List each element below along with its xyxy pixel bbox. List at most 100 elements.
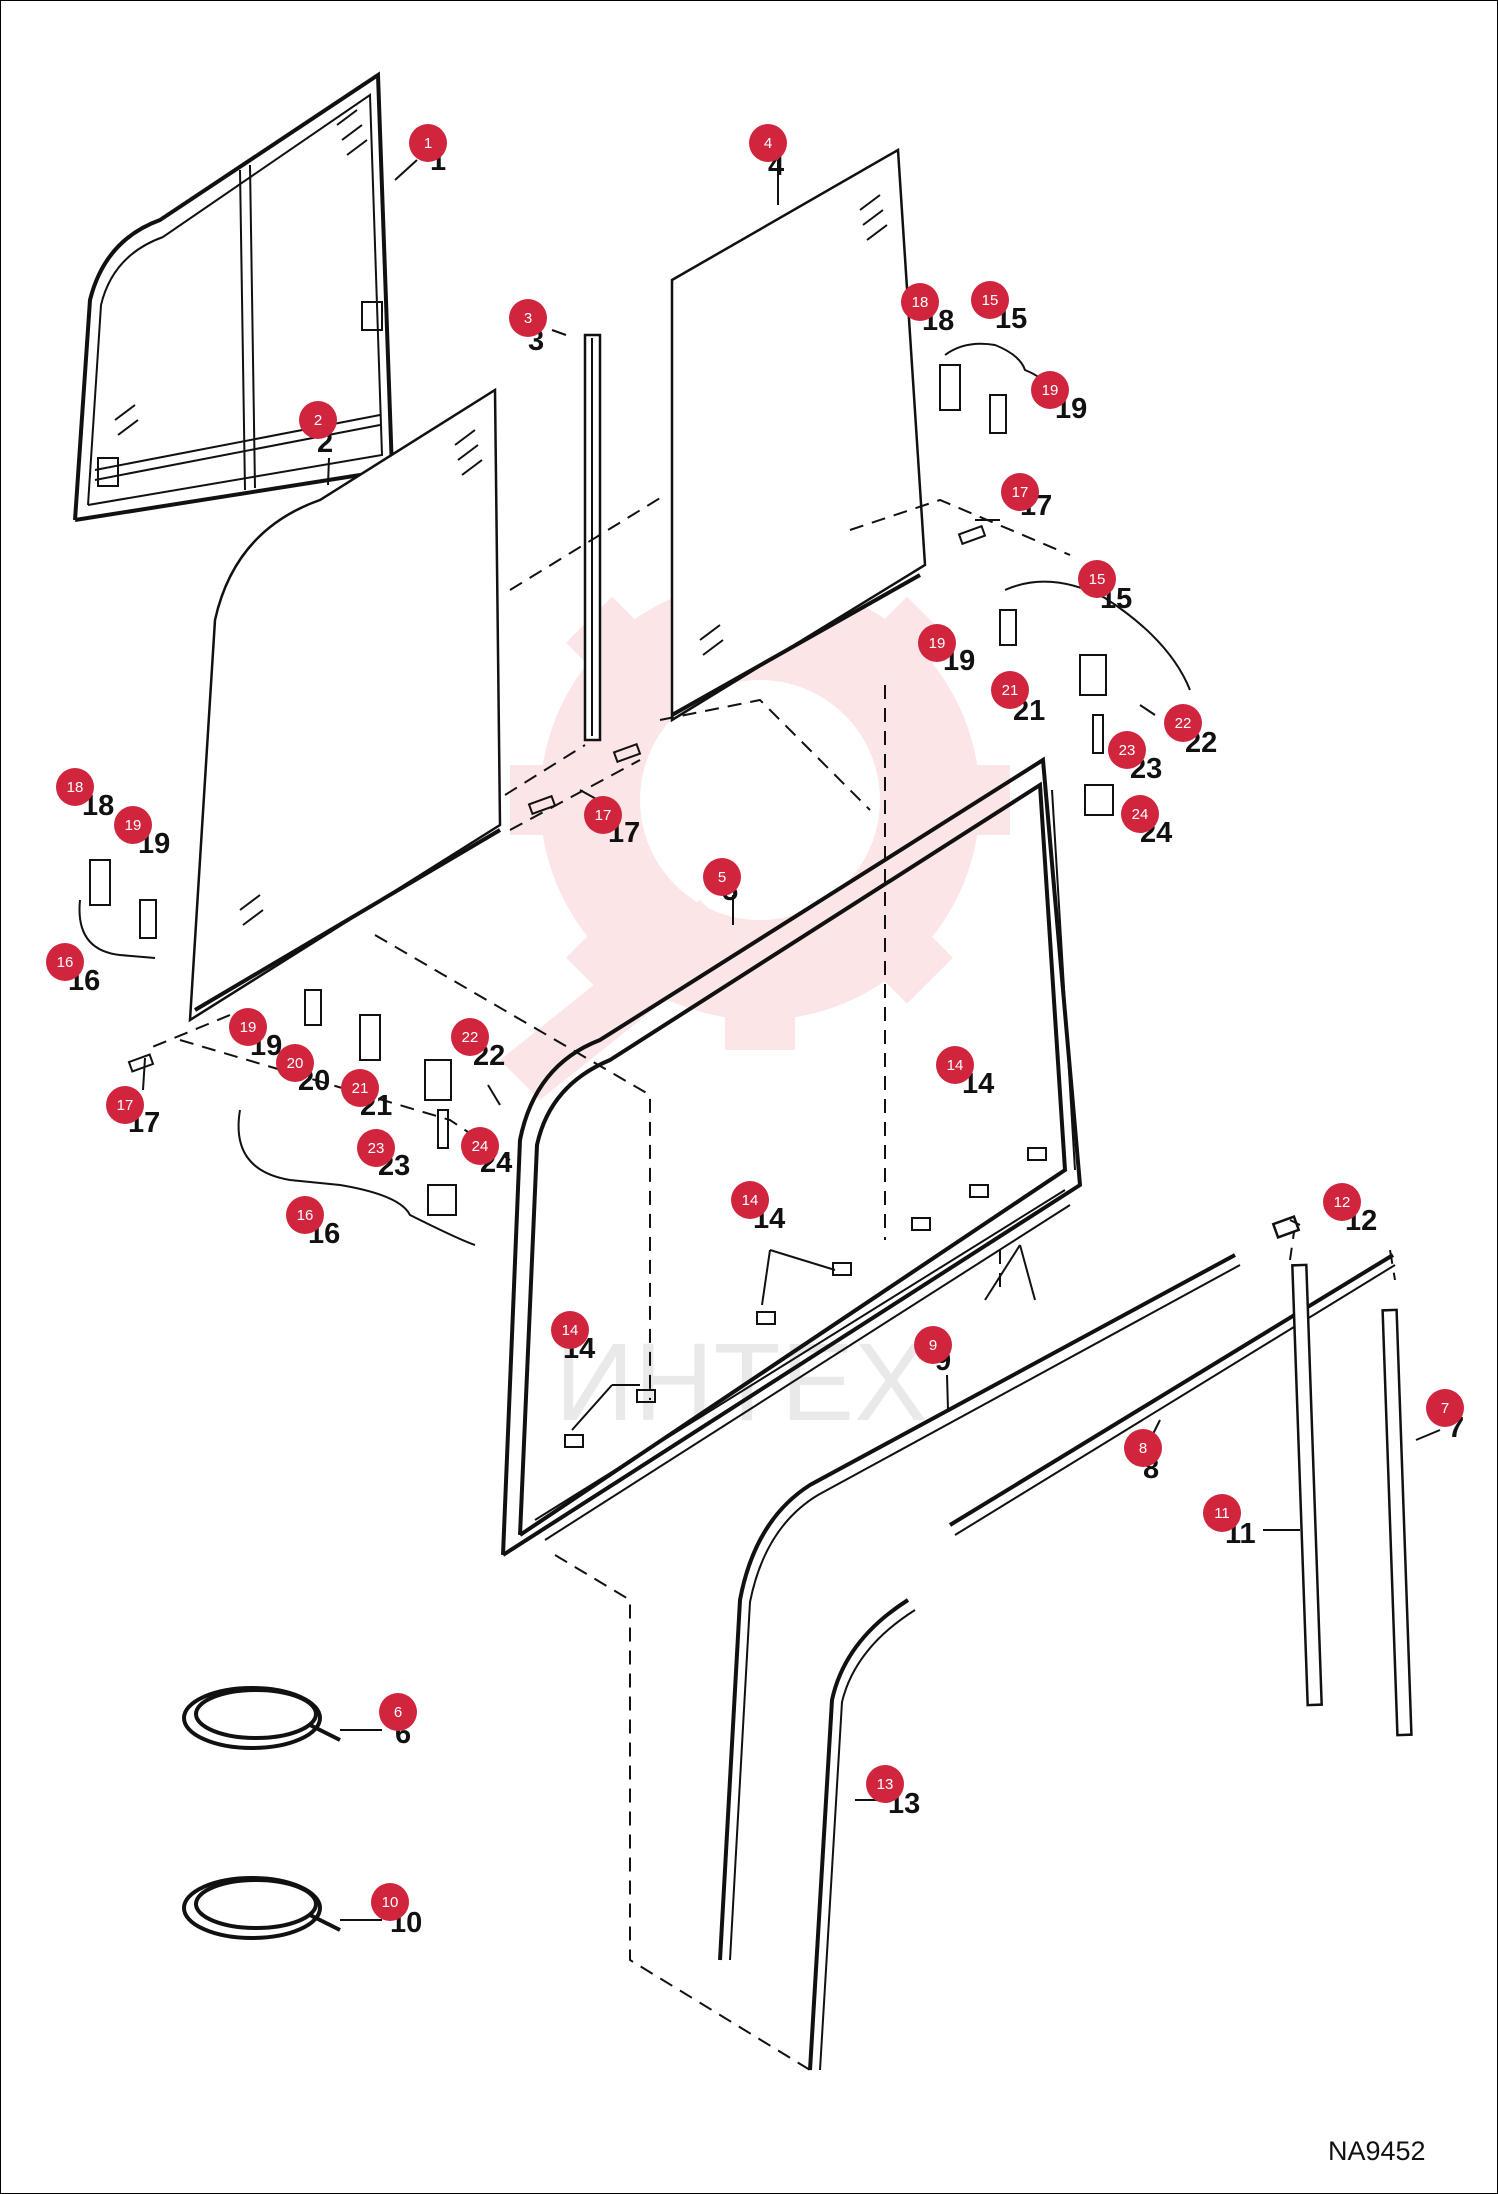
badge-circle	[1426, 1389, 1464, 1427]
badge-circle	[731, 1181, 769, 1219]
callout-badge-4: 4	[749, 124, 787, 162]
badge-number: 14	[742, 1192, 759, 1209]
badge-circle	[114, 806, 152, 844]
badge-circle	[1108, 731, 1146, 769]
callout-badge-14: 14	[936, 1046, 974, 1084]
callout-badge-17: 17	[1001, 473, 1039, 511]
badge-circle	[1124, 1429, 1162, 1467]
part-10-seal-coil	[182, 1876, 341, 1940]
badge-number: 12	[1334, 1194, 1351, 1211]
badge-number: 1	[424, 135, 432, 152]
callout-badge-18: 18	[56, 768, 94, 806]
badge-circle	[901, 283, 939, 321]
badge-number: 10	[382, 1894, 399, 1911]
callout-badge-11: 11	[1203, 1494, 1241, 1532]
callout-badge-6: 6	[379, 1693, 417, 1731]
callout-badge-14: 14	[731, 1181, 769, 1219]
badge-number: 19	[929, 635, 946, 652]
part-1-upper-window	[73, 71, 395, 522]
badge-number: 17	[117, 1097, 134, 1114]
badge-number: 7	[1441, 1400, 1449, 1417]
part-9-top-seal	[718, 1253, 1241, 1961]
badge-circle	[106, 1086, 144, 1124]
callout-badge-20: 20	[276, 1044, 314, 1082]
callout-badge-23: 23	[1108, 731, 1146, 769]
callout-badge-9: 9	[914, 1326, 952, 1364]
badge-circle	[56, 768, 94, 806]
badge-number: 6	[394, 1704, 402, 1721]
badge-number: 15	[1089, 571, 1106, 588]
part-14-clips	[564, 1147, 1047, 1448]
badge-circle	[936, 1046, 974, 1084]
callout-badge-5: 5	[703, 858, 741, 896]
badge-number: 17	[1012, 484, 1029, 501]
callout-badge-7: 7	[1426, 1389, 1464, 1427]
callout-badge-3: 3	[509, 299, 547, 337]
badge-circle	[551, 1311, 589, 1349]
callout-badge-19: 19	[229, 1008, 267, 1046]
badge-number: 17	[595, 807, 612, 824]
callout-badge-12: 12	[1323, 1183, 1361, 1221]
callout-badge-1: 1	[409, 124, 447, 162]
badge-circle	[451, 1018, 489, 1056]
callout-badge-24: 24	[1121, 795, 1159, 833]
badge-number: 21	[1002, 682, 1019, 699]
badge-number: 21	[352, 1080, 369, 1097]
badge-circle	[749, 124, 787, 162]
badge-number: 22	[462, 1029, 479, 1046]
badge-circle	[1164, 704, 1202, 742]
badge-number: 24	[1132, 806, 1149, 823]
badge-number: 9	[929, 1337, 937, 1354]
part-4-right-glass	[670, 147, 927, 723]
badge-number: 18	[912, 294, 929, 311]
callout-badge-2: 2	[299, 401, 337, 439]
diagram-code: NA9452	[1328, 2136, 1426, 2166]
part-3-center-post	[583, 333, 602, 742]
part-8-long-seal	[948, 1253, 1396, 1536]
callout-badge-19: 19	[918, 624, 956, 662]
part-7-vertical-seal	[1381, 1308, 1413, 1737]
badge-circle	[991, 671, 1029, 709]
callout-badge-19: 19	[114, 806, 152, 844]
badge-number: 8	[1139, 1440, 1147, 1457]
badge-circle	[1031, 371, 1069, 409]
callout-badge-15: 15	[1078, 560, 1116, 598]
badge-number: 3	[524, 310, 532, 327]
callout-badge-18: 18	[901, 283, 939, 321]
callout-badge-21: 21	[991, 671, 1029, 709]
part-6-seal-coil	[182, 1686, 341, 1750]
badge-circle	[1323, 1183, 1361, 1221]
badge-number: 19	[1042, 382, 1059, 399]
latch-hardware-left	[78, 859, 501, 1246]
badge-circle	[461, 1127, 499, 1165]
badge-number: 20	[287, 1055, 304, 1072]
badge-number: 5	[718, 869, 726, 886]
badge-number: 14	[562, 1322, 579, 1339]
callout-badge-8: 8	[1124, 1429, 1162, 1467]
part-2-left-glass	[188, 387, 502, 1023]
callout-badge-22: 22	[1164, 704, 1202, 742]
badge-circle	[1203, 1494, 1241, 1532]
badge-circle	[1001, 473, 1039, 511]
badge-number: 19	[240, 1019, 257, 1036]
callout-badge-17: 17	[106, 1086, 144, 1124]
callout-badge-17: 17	[584, 796, 622, 834]
badge-circle	[914, 1326, 952, 1364]
part-12-plug	[1271, 1215, 1301, 1239]
callout-badge-16: 16	[46, 943, 84, 981]
badge-circle	[229, 1008, 267, 1046]
part-5-main-frame	[501, 756, 1083, 1557]
leader-lines	[142, 159, 1441, 1921]
part-17-pins	[127, 524, 987, 1073]
callout-badge-19: 19	[1031, 371, 1069, 409]
callout-badge-23: 23	[357, 1129, 395, 1167]
badge-circle	[379, 1693, 417, 1731]
badge-number: 11	[1214, 1505, 1230, 1522]
callout-badge-15: 15	[971, 281, 1009, 319]
callout-badge-16: 16	[286, 1196, 324, 1234]
callout-badge-13: 13	[866, 1765, 904, 1803]
badge-number: 2	[314, 412, 322, 429]
badge-circle	[409, 124, 447, 162]
badge-number: 22	[1175, 715, 1192, 732]
